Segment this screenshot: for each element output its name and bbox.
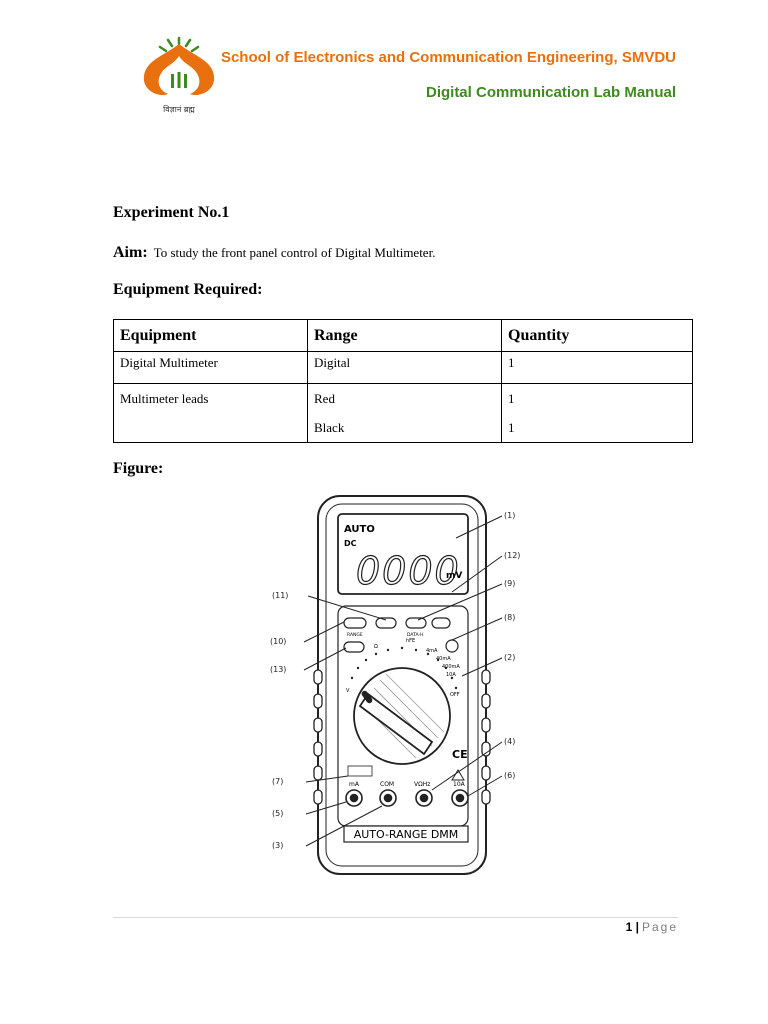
- dial-label-ohm: Ω: [374, 644, 378, 650]
- table-cell: 1 1: [501, 383, 693, 443]
- callout-10: (10): [270, 637, 286, 646]
- callout-12: (12): [504, 551, 520, 560]
- display-auto-label: AUTO: [344, 524, 375, 535]
- rel-button: [343, 641, 365, 653]
- light-knob: [445, 639, 459, 653]
- dial-label-10a: 10A: [446, 672, 456, 678]
- table-header-row: Equipment Range Quantity: [113, 319, 693, 352]
- figure-heading: Figure:: [113, 460, 164, 477]
- footer-divider: [113, 917, 678, 918]
- column-header: Quantity: [501, 319, 693, 352]
- dial-pointer: [358, 692, 434, 756]
- callout-3: (3): [272, 841, 283, 850]
- range-black: Black: [314, 420, 345, 435]
- column-header: Range: [307, 319, 502, 352]
- range-button-label: RANGE: [347, 632, 363, 638]
- display-unit: mV: [446, 571, 462, 581]
- dial-label-400ma: 400mA: [442, 664, 460, 670]
- university-logo: विज्ञानं ब्रह्म: [143, 36, 215, 114]
- power-button: [431, 617, 451, 629]
- table-cell: Digital: [307, 351, 502, 384]
- footer-separator: |: [635, 920, 639, 934]
- table-row: Multimeter leads Red Black 1 1: [113, 383, 693, 443]
- callout-2: (2): [504, 653, 515, 662]
- table-cell: Digital Multimeter: [113, 351, 308, 384]
- callout-11: (11): [272, 591, 288, 600]
- logo-caption: विज्ञानं ब्रह्म: [163, 104, 195, 114]
- data-hold-label: DATA-H: [407, 632, 424, 638]
- multimeter-figure: AUTO DC 0000 mV RANGE DATA-H V Ω hFE 4mA…: [270, 495, 520, 875]
- ce-mark: CE: [452, 748, 468, 761]
- dial-label-4ma: 4mA: [426, 648, 438, 654]
- lcd-display: [337, 513, 469, 595]
- logo-sun-rays: [158, 36, 200, 53]
- range-button: [343, 617, 367, 629]
- jack-ma-label: mA: [349, 781, 360, 788]
- page-word: Page: [641, 920, 678, 934]
- aim-line: Aim: To study the front panel control of …: [113, 244, 435, 262]
- page-footer: 1 |Page: [626, 920, 678, 934]
- table-cell: Red Black: [307, 383, 502, 443]
- callout-1: (1): [504, 511, 515, 520]
- quantity-red: 1: [508, 391, 515, 406]
- logo-flame: [143, 44, 215, 96]
- equipment-table: Equipment Range Quantity Digital Multime…: [113, 319, 693, 443]
- callout-9: (9): [504, 579, 515, 588]
- input-jacks: [345, 789, 469, 807]
- dial-label-hfe: hFE: [406, 638, 415, 644]
- dial-label-40ma: 40mA: [436, 656, 451, 662]
- table-cell: Multimeter leads: [113, 383, 308, 443]
- jack-com-label: COM: [380, 781, 394, 788]
- dial-label-off: OFF: [450, 692, 460, 698]
- data-hold-button: [405, 617, 427, 629]
- display-digits: 0000: [356, 549, 461, 593]
- lab-manual-title: Digital Communication Lab Manual: [425, 84, 676, 101]
- callout-4: (4): [504, 737, 515, 746]
- display-dc-label: DC: [344, 539, 357, 548]
- dial-label-v: V: [346, 688, 350, 694]
- brand-label: AUTO-RANGE DMM: [354, 828, 459, 841]
- aim-label: Aim:: [113, 244, 148, 261]
- callout-8: (8): [504, 613, 515, 622]
- table-cell: 1: [501, 351, 693, 384]
- quantity-black: 1: [508, 420, 515, 435]
- callout-13: (13): [270, 665, 286, 674]
- experiment-title: Experiment No.1: [113, 204, 230, 221]
- page-number: 1: [625, 920, 633, 934]
- callout-5: (5): [272, 809, 283, 818]
- warning-triangle-icon: [451, 769, 465, 781]
- aim-text: To study the front panel control of Digi…: [153, 245, 436, 260]
- table-row: Digital Multimeter Digital 1: [113, 351, 693, 384]
- callout-6: (6): [504, 771, 515, 780]
- range-red: Red: [314, 391, 335, 406]
- callout-7: (7): [272, 777, 283, 786]
- jack-vohz-label: VΩHz: [414, 781, 430, 788]
- delta-button: [375, 617, 397, 629]
- school-name: School of Electronics and Communication …: [220, 49, 676, 66]
- column-header: Equipment: [113, 319, 308, 352]
- equipment-heading: Equipment Required:: [113, 281, 263, 298]
- jack-10a-label: 10A: [453, 781, 466, 788]
